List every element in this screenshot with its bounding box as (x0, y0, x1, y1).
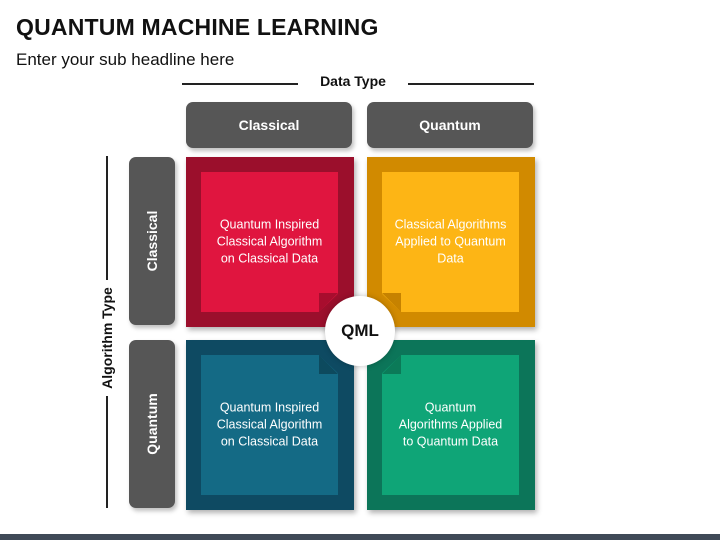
bottom-bar (0, 534, 720, 540)
note-top-right-text: Classical Algorithms Applied to Quantum … (394, 217, 507, 266)
quadrant-top-left: Quantum Inspired Classical Algorithm on … (186, 157, 354, 327)
algorithm-type-axis-line-bottom (106, 396, 108, 508)
note-top-right: Classical Algorithms Applied to Quantum … (382, 172, 519, 312)
data-type-axis-line-right (408, 83, 534, 85)
algorithm-type-axis-label: Algorithm Type (99, 287, 115, 389)
quadrant-bottom-right: Quantum Algorithms Applied to Quantum Da… (367, 340, 535, 510)
quadrant-bottom-left: Quantum Inspired Classical Algorithm on … (186, 340, 354, 510)
note-top-left-text: Quantum Inspired Classical Algorithm on … (216, 217, 323, 266)
note-top-left: Quantum Inspired Classical Algorithm on … (201, 172, 338, 312)
qml-center-circle: QML (325, 296, 395, 366)
algorithm-type-axis-line-top (106, 156, 108, 280)
row-header-classical-label: Classical (144, 210, 160, 272)
page-subtitle: Enter your sub headline here (16, 50, 235, 69)
column-header-classical: Classical (186, 102, 352, 148)
row-header-quantum-label: Quantum (144, 393, 160, 455)
row-header-classical: Classical (129, 157, 175, 325)
column-header-quantum: Quantum (367, 102, 533, 148)
note-bottom-right: Quantum Algorithms Applied to Quantum Da… (382, 355, 519, 495)
fold-corner-icon (382, 355, 401, 374)
note-bottom-left: Quantum Inspired Classical Algorithm on … (201, 355, 338, 495)
note-bottom-right-text: Quantum Algorithms Applied to Quantum Da… (398, 400, 503, 449)
data-type-axis-line-left (182, 83, 298, 85)
page-title: QUANTUM MACHINE LEARNING (16, 14, 379, 40)
data-type-axis-label: Data Type (320, 73, 386, 89)
note-bottom-left-text: Quantum Inspired Classical Algorithm on … (216, 400, 323, 449)
quadrant-top-right: Classical Algorithms Applied to Quantum … (367, 157, 535, 327)
row-header-quantum: Quantum (129, 340, 175, 508)
fold-corner-icon (319, 355, 338, 374)
